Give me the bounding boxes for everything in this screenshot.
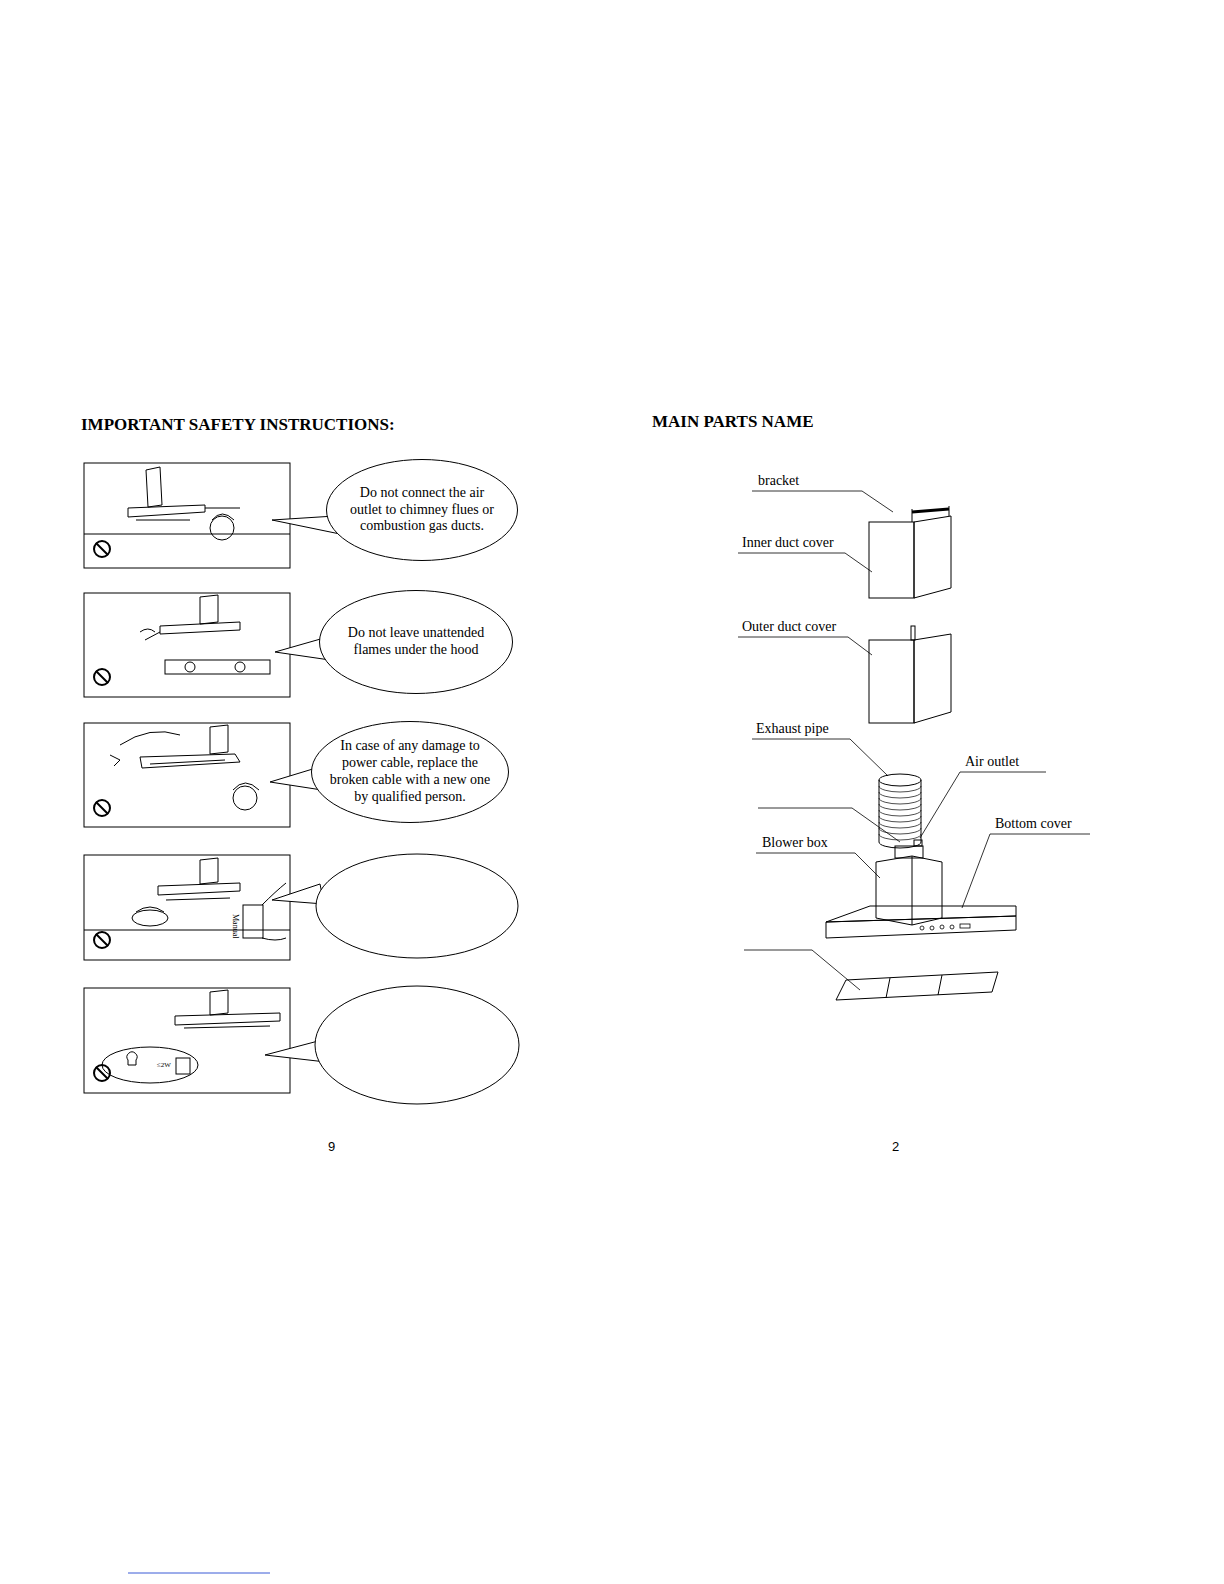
section-title: MAIN PARTS NAME [652,412,814,432]
part-name: Outer duct cover [742,619,836,636]
part-name: Exhaust pipe [756,721,829,738]
page-number: 2 [892,1139,899,1155]
bubble-ellipse [312,722,509,823]
bubble-ellipse [320,591,513,694]
warning-text: In case of any damage to power cable, re… [324,738,496,805]
illustration-text: ≤2W [157,1061,171,1069]
part-name: Bottom cover [995,816,1072,833]
section-title: IMPORTANT SAFETY INSTRUCTIONS: [81,415,395,435]
part-name: bracket [758,473,799,490]
part-name: Air outlet [965,754,1019,771]
warning-text: Do not leave unattended flames under the… [341,625,491,659]
speech-bubble: Do not leave unattended flames under the… [319,590,513,694]
part-name: Blower box [762,835,828,852]
part-name: Inner duct cover [742,535,834,552]
bubble-ellipse [327,460,518,561]
illustration-text: Manual [230,914,240,938]
speech-bubble: Do not connect the air outlet to chimney… [326,459,518,561]
warning-text: Do not connect the air outlet to chimney… [344,485,500,535]
page-number: 9 [328,1139,335,1155]
speech-bubble: In case of any damage to power cable, re… [311,721,509,823]
